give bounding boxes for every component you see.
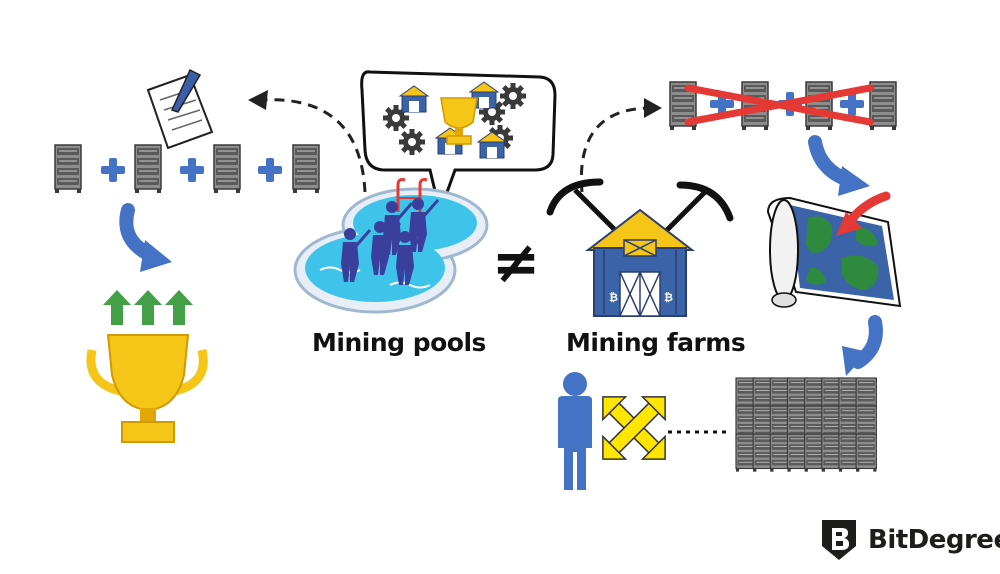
trophy-icon [86, 334, 208, 443]
brand-name: BitDegree [868, 525, 1000, 555]
contract-paper-icon [146, 68, 214, 150]
mining-farms-label: Mining farms [566, 328, 746, 357]
brand-logo: BitDegree [820, 518, 1000, 562]
mining-farm-barn-icon: ₿ ₿ [546, 178, 734, 317]
reward-speech-bubble [360, 70, 557, 218]
pool-ladder-icon [396, 178, 428, 212]
svg-text:₿: ₿ [609, 291, 618, 304]
person-icon [558, 372, 592, 490]
not-equal-sign: ≠ [492, 228, 541, 296]
server-farm-grid [735, 377, 877, 473]
world-map-icon [766, 191, 902, 308]
red-cross-icon [684, 84, 874, 126]
pooled-servers-row [54, 144, 320, 194]
dashed-arrow-left [248, 90, 367, 193]
svg-text:₿: ₿ [664, 291, 673, 304]
down-arrow-icon [119, 203, 172, 272]
farm-server-rack [855, 433, 877, 473]
dashed-arrow-right [579, 98, 662, 193]
mining-pools-label: Mining pools [312, 328, 486, 357]
down-arrow-icon-2 [808, 135, 870, 196]
mini-trophy-icon [440, 97, 478, 145]
mining-pool-illustration [293, 178, 489, 314]
expand-arrows-icon [602, 396, 666, 460]
bitdegree-shield-icon [822, 520, 856, 560]
down-arrow-icon-3 [842, 315, 883, 376]
growth-arrows-icon [103, 290, 193, 325]
crossed-out-servers-row [669, 81, 897, 131]
